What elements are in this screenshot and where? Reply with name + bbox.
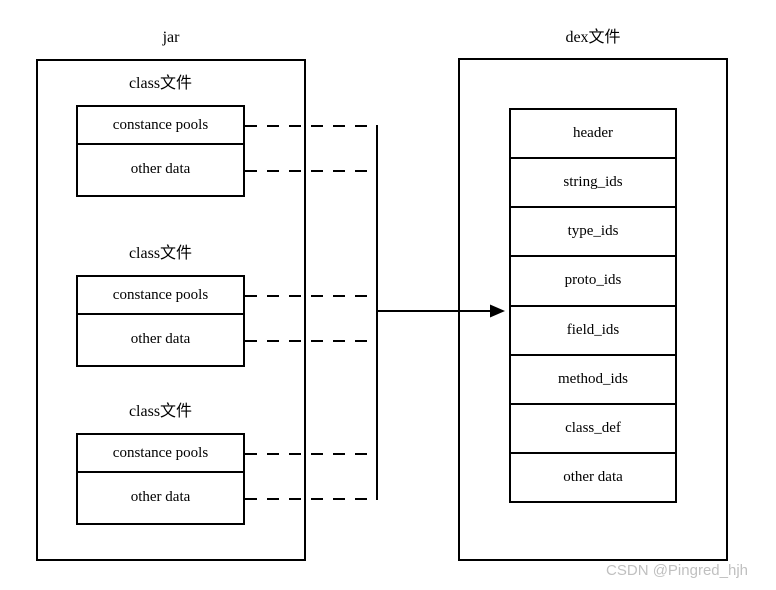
other-data-cell: other data bbox=[130, 160, 191, 177]
dex-row-proto-ids: proto_ids bbox=[511, 257, 675, 307]
watermark-text: CSDN @Pingred_hjh bbox=[606, 562, 748, 579]
dex-structure-stack: header string_ids type_ids proto_ids fie… bbox=[509, 108, 677, 503]
other-data-cell: other data bbox=[130, 330, 191, 347]
class-file-box-2: constance pools other data bbox=[76, 275, 245, 367]
dex-row-other-data: other data bbox=[563, 468, 623, 485]
jar-title: jar bbox=[162, 29, 180, 46]
dex-row-class-def: class_def bbox=[511, 405, 675, 454]
dex-row-string-ids: string_ids bbox=[511, 159, 675, 209]
class-file-box-3: constance pools other data bbox=[76, 433, 245, 525]
constance-pools-cell: constance pools bbox=[78, 277, 243, 315]
other-data-cell: other data bbox=[130, 488, 191, 505]
dex-row-method-ids: method_ids bbox=[511, 356, 675, 405]
dex-title: dex文件 bbox=[565, 29, 621, 46]
class-file-box-1: constance pools other data bbox=[76, 105, 245, 197]
dex-row-type-ids: type_ids bbox=[511, 208, 675, 258]
class-file-title-2: class文件 bbox=[128, 245, 193, 262]
constance-pools-cell: constance pools bbox=[78, 435, 243, 473]
dex-row-header: header bbox=[511, 110, 675, 160]
class-file-title-3: class文件 bbox=[128, 403, 193, 420]
constance-pools-cell: constance pools bbox=[78, 107, 243, 145]
dex-row-field-ids: field_ids bbox=[511, 307, 675, 356]
class-file-title-1: class文件 bbox=[128, 75, 193, 92]
